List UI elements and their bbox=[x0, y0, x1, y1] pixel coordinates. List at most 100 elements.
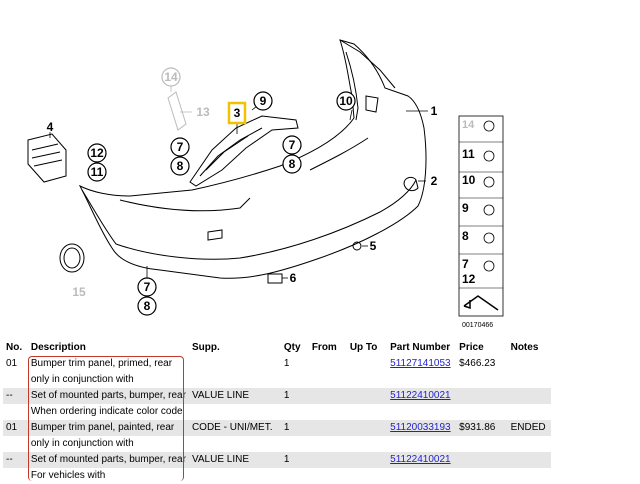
cell-part bbox=[387, 372, 456, 388]
col-header-from[interactable]: From bbox=[308, 340, 347, 356]
callout-label: 13 bbox=[196, 105, 210, 119]
part-number-link[interactable]: 51127141053 bbox=[390, 358, 451, 369]
callout-label: 10 bbox=[339, 94, 353, 108]
fastener-icon bbox=[483, 120, 495, 132]
cell-part: 51127141053 bbox=[387, 356, 456, 372]
cell-desc: only in conjunction with bbox=[30, 374, 134, 385]
callout-circle bbox=[87, 143, 107, 163]
callout-circle bbox=[253, 91, 273, 111]
cell-no: 01 bbox=[3, 420, 28, 436]
cell-desc: only in conjunction with bbox=[30, 438, 134, 449]
col-header-price[interactable]: Price bbox=[456, 340, 508, 356]
col-header-part-number[interactable]: Part Number bbox=[387, 340, 457, 356]
cell-price bbox=[456, 452, 508, 468]
cell-desc: When ordering indicate color code bbox=[30, 406, 183, 417]
table-header-row: No. Description Supp. Qty From Up To Par… bbox=[3, 340, 551, 356]
callout-c4: 4 bbox=[47, 120, 54, 134]
strip-drawing bbox=[167, 91, 187, 131]
col-header-notes[interactable]: Notes bbox=[507, 340, 551, 356]
table-row: When ordering indicate color code bbox=[3, 404, 551, 420]
callout-circle bbox=[282, 154, 302, 174]
cell-part: 51122410021 bbox=[387, 452, 457, 468]
callout-label: 7 bbox=[177, 140, 184, 154]
legend-label-7: 7 bbox=[462, 257, 469, 271]
cell-part: 51120033193 bbox=[387, 420, 457, 436]
callout-label: 3 bbox=[234, 106, 241, 120]
callout-label: 11 bbox=[91, 165, 104, 179]
fastener-icon bbox=[483, 150, 495, 162]
cell-notes bbox=[508, 356, 551, 372]
cell-upto bbox=[346, 420, 388, 436]
cell-upto bbox=[347, 436, 387, 452]
fastener-icon bbox=[483, 204, 495, 216]
table-row: only in conjunction with bbox=[3, 436, 551, 452]
callout-c7b: 7 bbox=[282, 135, 302, 155]
bracket-drawing bbox=[189, 115, 299, 187]
cell-from bbox=[308, 420, 347, 436]
callout-c1: 1 bbox=[431, 104, 438, 118]
cap-drawing bbox=[59, 243, 85, 273]
callout-label: 8 bbox=[177, 159, 184, 173]
col-header-no[interactable]: No. bbox=[3, 340, 28, 356]
callout-circle bbox=[170, 156, 190, 176]
col-header-qty[interactable]: Qty bbox=[280, 340, 309, 356]
fastener-icon bbox=[483, 232, 495, 244]
cell-qty bbox=[281, 436, 309, 452]
cell-supp bbox=[189, 356, 281, 372]
cell-supp: VALUE LINE bbox=[188, 388, 281, 404]
cell-desc: Bumper trim panel, painted, rear bbox=[27, 420, 189, 436]
callout-label: 9 bbox=[260, 94, 267, 108]
callout-label: 12 bbox=[90, 146, 104, 160]
bumper-drawing bbox=[78, 39, 427, 279]
cell-from bbox=[309, 436, 347, 452]
callout-c13: 13 bbox=[196, 105, 210, 119]
callout-c15: 15 bbox=[72, 285, 86, 299]
cell-qty bbox=[281, 468, 309, 484]
callout-label: 8 bbox=[144, 299, 151, 313]
cell-part bbox=[387, 404, 456, 420]
col-header-supp[interactable]: Supp. bbox=[188, 340, 281, 356]
cell-from bbox=[309, 356, 347, 372]
cell-no bbox=[3, 436, 28, 452]
callout-circle bbox=[161, 67, 181, 87]
cell-notes bbox=[508, 436, 551, 452]
table-row: For vehicles with bbox=[3, 468, 551, 484]
callout-circle bbox=[137, 296, 157, 316]
callout-c7c: 7 bbox=[137, 277, 157, 297]
callout-c11: 11 bbox=[87, 162, 107, 182]
callout-label: 15 bbox=[72, 285, 86, 299]
part-number-link[interactable]: 51122410021 bbox=[390, 454, 451, 465]
cap-inner-drawing bbox=[63, 247, 81, 269]
cell-supp bbox=[189, 468, 281, 484]
cell-notes bbox=[508, 372, 551, 388]
callout-circle bbox=[87, 162, 107, 182]
grille-drawing bbox=[27, 133, 67, 183]
callout-c3: 3 bbox=[227, 101, 247, 125]
col-header-up-to[interactable]: Up To bbox=[346, 340, 388, 356]
cell-price bbox=[456, 468, 507, 484]
part-number-link[interactable]: 51122410021 bbox=[390, 390, 451, 401]
cell-desc: Set of mounted parts, bumper, rear bbox=[27, 452, 189, 468]
cell-upto bbox=[346, 388, 388, 404]
callout-label: 7 bbox=[144, 280, 151, 294]
callout-c8b: 8 bbox=[282, 154, 302, 174]
callout-c9: 9 bbox=[253, 91, 273, 111]
callout-c10: 10 bbox=[336, 91, 356, 111]
part-number-link[interactable]: 51120033193 bbox=[390, 422, 451, 433]
cell-supp: CODE - UNI/MET. bbox=[188, 420, 281, 436]
col-header-description[interactable]: Description bbox=[27, 340, 189, 356]
table-row: only in conjunction with bbox=[3, 372, 551, 388]
callout-c7a: 7 bbox=[170, 137, 190, 157]
callout-c5: 5 bbox=[370, 239, 377, 253]
cell-upto bbox=[347, 356, 387, 372]
legend-label-10: 10 bbox=[462, 173, 476, 187]
cell-qty bbox=[281, 372, 309, 388]
legend-label-8: 8 bbox=[462, 229, 469, 243]
